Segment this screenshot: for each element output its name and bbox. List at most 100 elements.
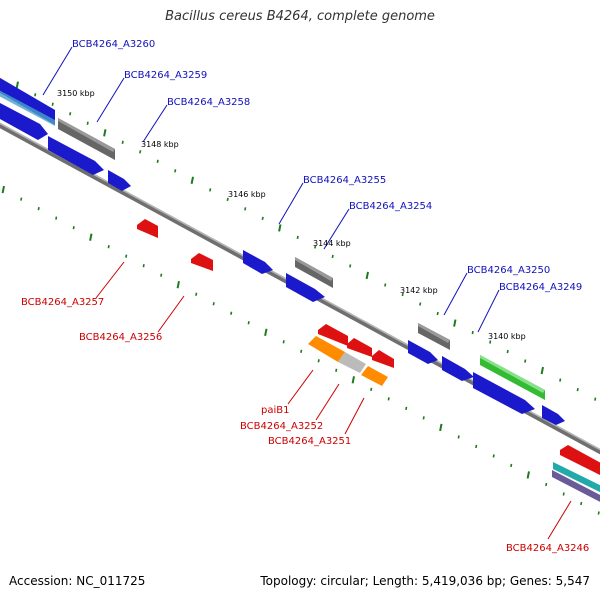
kbp-label-3144: 3144 kbp <box>313 239 351 248</box>
feature-a3250-light <box>418 323 450 343</box>
scale-tick <box>226 197 229 202</box>
label-a3255[interactable]: BCB4264_A3255 <box>303 175 386 186</box>
label-a3251[interactable]: BCB4264_A3251 <box>268 436 351 447</box>
scale-tick <box>103 129 107 137</box>
scale-tick <box>453 319 457 327</box>
scale-tick <box>282 340 285 344</box>
scale-tick <box>244 207 247 211</box>
scale-tick <box>559 378 562 382</box>
label-a3258[interactable]: BCB4264_A3258 <box>167 97 250 108</box>
scale-tick <box>209 188 212 192</box>
scale-tick <box>314 245 317 249</box>
scale-tick <box>34 93 37 97</box>
scale-tick <box>125 254 128 258</box>
scale-tick <box>176 281 180 289</box>
feature-blue-4[interactable] <box>408 340 438 364</box>
feature-blue-3[interactable] <box>286 273 325 302</box>
scale-tick <box>278 224 282 232</box>
feature-a3258[interactable] <box>0 103 48 140</box>
feature-a3257[interactable] <box>137 219 158 238</box>
label-paib1[interactable]: paiB1 <box>261 405 289 416</box>
scale-tick <box>510 463 513 468</box>
scale-tick <box>212 302 215 306</box>
feature-blue-5[interactable] <box>442 356 474 381</box>
scale-tick <box>524 359 527 363</box>
feature-a3260-teal <box>0 90 55 126</box>
scale-tick <box>576 387 579 392</box>
feature-blue-small-2[interactable] <box>243 250 273 274</box>
scale-tick <box>20 197 23 201</box>
scale-tick <box>351 376 355 384</box>
scale-tick <box>471 330 474 335</box>
scale-tick <box>89 233 93 241</box>
scale-tick <box>300 349 303 353</box>
label-a3250[interactable]: BCB4264_A3250 <box>467 265 550 276</box>
scale-tick <box>331 254 334 259</box>
scale-tick <box>422 416 425 420</box>
scale-tick <box>562 492 565 496</box>
scale-tick <box>139 150 142 154</box>
feature-a3256[interactable] <box>191 253 213 271</box>
feature-a3255-light <box>295 257 333 281</box>
kbp-label-3150: 3150 kbp <box>57 89 95 98</box>
feature-red-a[interactable] <box>318 324 348 346</box>
label-a3256[interactable]: BCB4264_A3256 <box>79 332 162 343</box>
feature-a3251[interactable] <box>361 366 388 386</box>
scale-tick <box>436 311 439 316</box>
scale-tick <box>475 444 478 449</box>
scale-tick <box>264 328 268 336</box>
label-a3254[interactable]: BCB4264_A3254 <box>349 201 432 212</box>
feature-a3246-teal <box>553 462 600 493</box>
feature-blue-6[interactable] <box>473 372 535 414</box>
label-a3257[interactable]: BCB4264_A3257 <box>21 297 104 308</box>
feature-paib1[interactable] <box>308 336 345 362</box>
topology-summary: Topology: circular; Length: 5,419,036 bp… <box>260 574 590 588</box>
feature-pseudo-mid[interactable] <box>338 352 366 373</box>
label-a3260[interactable]: BCB4264_A3260 <box>72 39 155 50</box>
forward-features-row-2 <box>0 103 565 425</box>
scale-tick <box>401 292 404 297</box>
label-a3259[interactable]: BCB4264_A3259 <box>124 70 207 81</box>
feature-a3257-blue[interactable] <box>48 136 104 175</box>
feature-red-c[interactable] <box>372 350 394 368</box>
feature-a3246-purple <box>552 470 600 502</box>
scale-tick <box>384 283 387 287</box>
scale-tick <box>261 216 264 221</box>
scale-tick <box>55 216 58 220</box>
scale-tick <box>142 264 145 268</box>
scale-tick <box>72 226 75 230</box>
scale-tick <box>365 271 369 280</box>
scale-tick <box>86 121 89 125</box>
scale-tick <box>1 185 5 194</box>
scale-tick <box>51 102 54 106</box>
scale-tick <box>15 81 19 89</box>
scale-ticks <box>1 81 600 515</box>
scale-tick <box>526 471 530 479</box>
scale-tick <box>580 501 583 506</box>
forward-features-row <box>0 77 545 400</box>
feature-a3246[interactable] <box>560 445 600 480</box>
scale-tick <box>492 454 495 458</box>
kbp-label-3142: 3142 kbp <box>400 286 438 295</box>
kbp-label-3146: 3146 kbp <box>228 190 266 199</box>
scale-tick <box>405 406 408 411</box>
scale-tick <box>317 359 320 363</box>
label-a3252[interactable]: BCB4264_A3252 <box>240 421 323 432</box>
scale-tick <box>387 397 390 401</box>
scale-tick <box>37 206 40 211</box>
feature-blue-7[interactable] <box>542 405 565 425</box>
feature-red-b[interactable] <box>347 338 372 357</box>
feature-a3259-light <box>58 118 115 152</box>
scale-tick <box>160 273 163 277</box>
label-a3249[interactable]: BCB4264_A3249 <box>499 282 582 293</box>
scale-tick <box>247 321 250 325</box>
scale-tick <box>156 159 159 163</box>
scale-tick <box>296 235 299 240</box>
scale-tick <box>597 511 600 515</box>
scale-tick <box>195 292 198 296</box>
scale-tick <box>107 245 110 249</box>
feature-blue-small-1[interactable] <box>108 170 131 191</box>
accession-text: Accession: NC_011725 <box>9 574 146 588</box>
label-a3246[interactable]: BCB4264_A3246 <box>506 543 589 554</box>
